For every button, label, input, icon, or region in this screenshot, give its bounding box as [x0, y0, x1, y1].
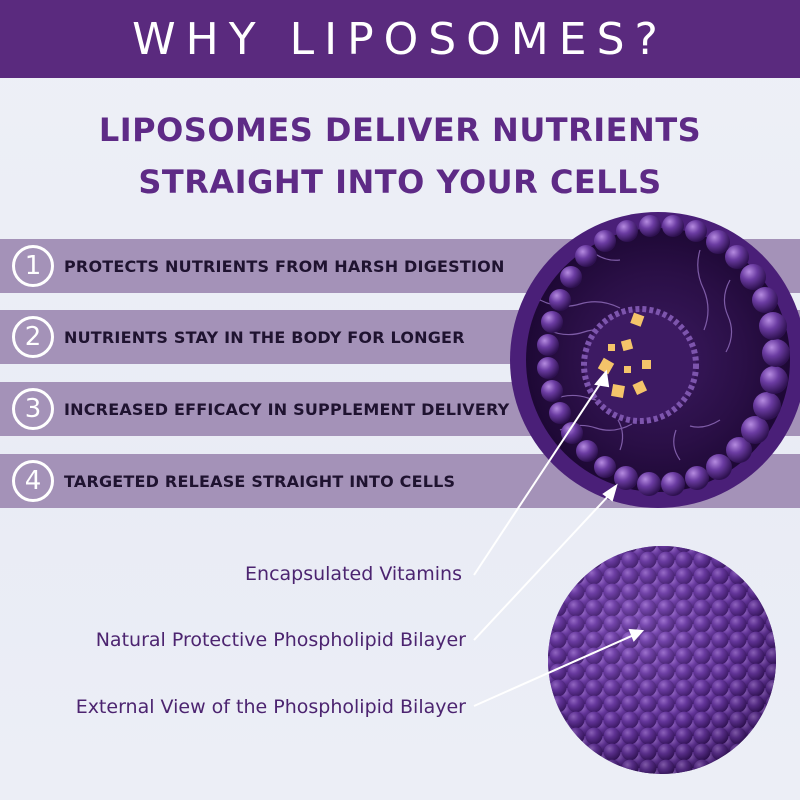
benefit-text-3: INCREASED EFFICACY IN SUPPLEMENT DELIVER…: [64, 399, 510, 419]
number-badge-1: 1: [12, 245, 54, 287]
external-liposome-sphere: [548, 546, 776, 774]
number-badge-4: 4: [12, 460, 54, 502]
vitamin-particles: [597, 312, 651, 398]
header-bar: WHY LIPOSOMES?: [0, 0, 800, 78]
label-phospholipid-bilayer: Natural Protective Phospholipid Bilayer: [95, 629, 466, 651]
pointer-lines: [473, 369, 645, 707]
number-badge-2: 2: [12, 316, 54, 358]
number-badge-3: 3: [12, 388, 54, 430]
benefit-text-4: TARGETED RELEASE STRAIGHT INTO CELLS: [64, 471, 456, 491]
label-external-view: External View of the Phospholipid Bilaye…: [75, 696, 466, 718]
benefit-text-2: NUTRIENTS STAY IN THE BODY FOR LONGER: [64, 327, 465, 347]
subtitle: LIPOSOMES DELIVER NUTRIENTS STRAIGHT INT…: [0, 104, 800, 208]
label-encapsulated-vitamins: Encapsulated Vitamins: [245, 563, 462, 585]
benefit-text-1: PROTECTS NUTRIENTS FROM HARSH DIGESTION: [64, 256, 505, 276]
page-title: WHY LIPOSOMES?: [132, 13, 668, 65]
subtitle-line-1: LIPOSOMES DELIVER NUTRIENTS: [98, 111, 702, 149]
cutaway-liposome: [510, 212, 800, 508]
subtitle-line-2: STRAIGHT INTO YOUR CELLS: [138, 163, 662, 201]
